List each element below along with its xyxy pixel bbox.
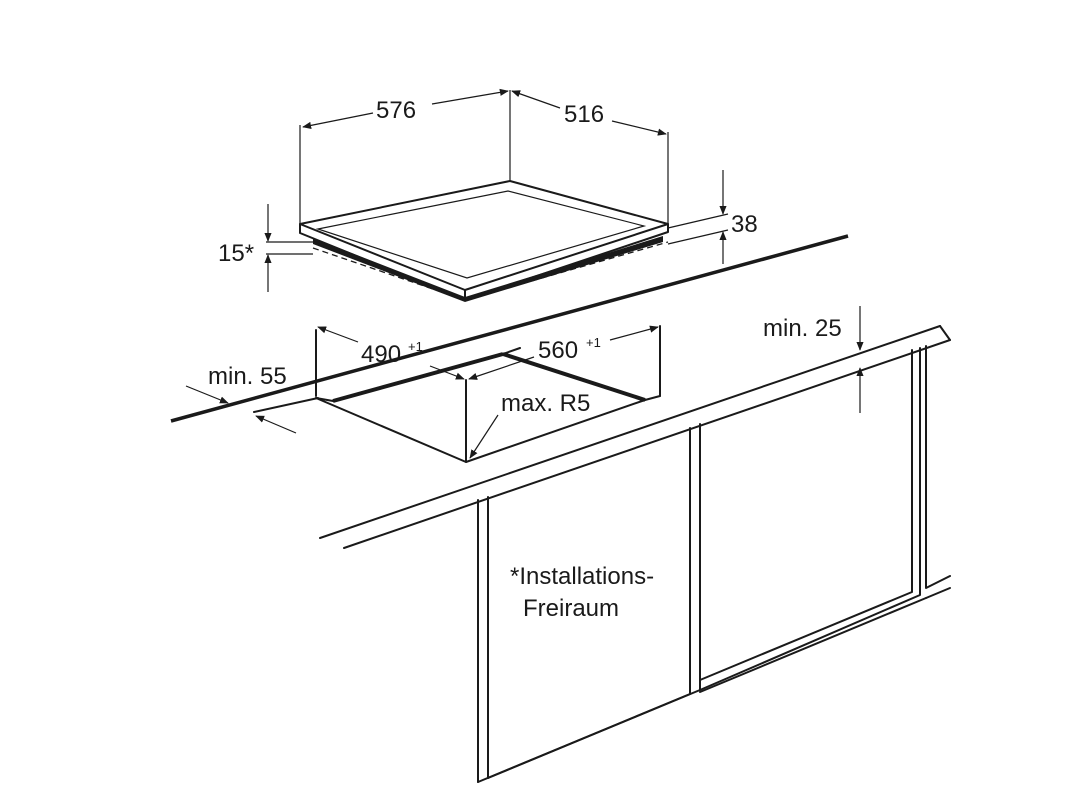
dim-516 — [511, 90, 667, 136]
note-line-2: Freiraum — [523, 595, 619, 622]
dim-min-55 — [185, 385, 297, 434]
worktop — [170, 234, 951, 549]
dim-depth-label: 516 — [564, 101, 604, 128]
dim-576 — [302, 88, 509, 129]
dim-clearance-label: 15* — [218, 240, 254, 267]
dim-cutout-depth-label: 560 — [538, 337, 578, 364]
dim-radius-label: max. R5 — [501, 390, 590, 417]
dim-min-back-label: min. 25 — [763, 315, 842, 342]
dim-15 — [264, 204, 313, 292]
dim-560 — [468, 325, 659, 380]
dim-width-label: 576 — [376, 97, 416, 124]
dim-cutout-width-label: 490 — [361, 341, 401, 368]
cutout — [315, 325, 661, 463]
dim-height-label: 38 — [731, 211, 758, 238]
radius-leader — [469, 414, 499, 459]
dim-min-front-label: min. 55 — [208, 363, 287, 390]
hob-inner-rim — [315, 190, 647, 279]
cabinet — [477, 345, 951, 783]
note-line-1: *Installations- — [510, 563, 654, 590]
dim-cutout-width-tol: +1 — [408, 339, 423, 354]
clearance-outline — [312, 241, 669, 301]
dim-490 — [317, 326, 465, 380]
dim-38 — [667, 170, 729, 264]
hob-base — [313, 238, 465, 302]
dim-cutout-depth-tol: +1 — [586, 335, 601, 350]
hob — [299, 180, 669, 302]
worktop-back-edge — [170, 234, 849, 423]
